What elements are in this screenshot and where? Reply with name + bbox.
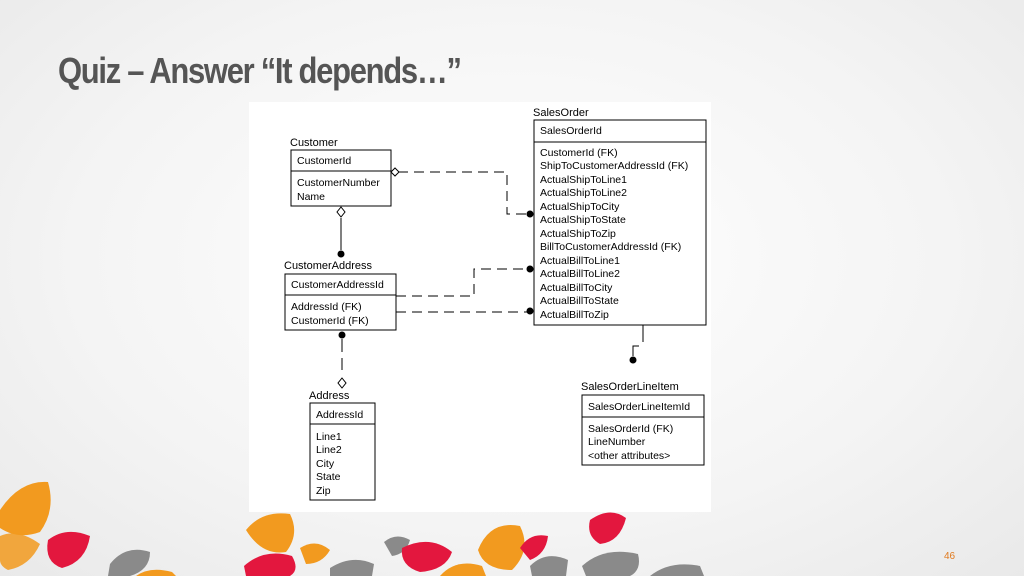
attribute: Name — [297, 191, 325, 203]
orange-leaf-shape — [300, 543, 330, 564]
primary-key: CustomerId — [297, 155, 351, 167]
attribute: CustomerId (FK) — [291, 315, 369, 327]
gray-leaf-shape — [530, 556, 568, 576]
primary-key: AddressId — [316, 409, 363, 421]
entity-customer: Customer CustomerId CustomerNumber Name — [290, 137, 392, 207]
gray-leaf-shape — [384, 536, 410, 556]
dot-end — [526, 210, 534, 218]
attribute: ActualShipToZip — [540, 228, 616, 240]
entity-name: SalesOrderLineItem — [581, 381, 679, 393]
gray-leaf-shape — [330, 559, 374, 576]
gray-leaf-shape — [108, 549, 150, 576]
red-leaf-shape — [244, 553, 296, 576]
orange-leaf-shape — [478, 525, 525, 570]
attribute: ActualBillToState — [540, 295, 619, 307]
slide-title: Quiz – Answer “It depends…” — [58, 50, 462, 91]
entity-sales-order: SalesOrder SalesOrderId CustomerId (FK) … — [533, 107, 707, 326]
primary-key: CustomerAddressId — [291, 279, 384, 291]
orange-leaf-shape — [0, 533, 40, 570]
attribute: ActualBillToLine1 — [540, 255, 620, 267]
orange-leaf-shape — [246, 513, 295, 553]
attribute: AddressId (FK) — [291, 301, 362, 313]
attribute: ActualBillToZip — [540, 309, 609, 321]
entity-box — [290, 149, 392, 207]
relationship-salesorder-lineitem — [632, 325, 644, 356]
entity-name: Address — [309, 390, 350, 402]
attribute: CustomerNumber — [297, 177, 380, 189]
primary-key: SalesOrderId — [540, 125, 602, 137]
diamond-end — [336, 206, 346, 218]
dot-end — [337, 250, 345, 258]
diamond-end — [390, 167, 400, 177]
attribute: CustomerId (FK) — [540, 147, 618, 159]
gray-leaf-shape — [650, 564, 704, 576]
attribute: ActualShipToLine1 — [540, 174, 627, 186]
red-leaf-shape — [520, 535, 548, 560]
attribute: Line1 — [316, 431, 342, 443]
attribute: ActualBillToLine2 — [540, 268, 620, 280]
attribute: ActualShipToLine2 — [540, 187, 627, 199]
dot-end — [629, 356, 637, 364]
entity-box — [533, 119, 707, 326]
gray-leaf-shape — [582, 551, 639, 576]
attribute: Zip — [316, 485, 331, 497]
entity-box — [581, 394, 705, 466]
entity-box — [284, 273, 397, 331]
attribute: ActualShipToState — [540, 214, 626, 226]
primary-key: SalesOrderLineItemId — [588, 401, 690, 413]
dot-end — [526, 307, 534, 315]
attribute: <other attributes> — [588, 450, 670, 462]
red-leaf-shape — [589, 512, 626, 544]
orange-leaf-shape — [136, 569, 176, 576]
red-leaf-shape — [401, 541, 452, 572]
relationship-customer-salesorder — [398, 171, 529, 215]
red-leaf-shape — [47, 531, 90, 568]
er-diagram: Customer CustomerId CustomerNumber Name … — [249, 102, 711, 512]
attribute: ActualBillToCity — [540, 282, 613, 294]
entity-customer-address: CustomerAddress CustomerAddressId Addres… — [284, 260, 397, 331]
attribute: LineNumber — [588, 436, 646, 448]
dot-end — [338, 331, 346, 339]
entity-name: CustomerAddress — [284, 260, 373, 272]
orange-leaf-shape — [440, 563, 486, 576]
dot-end — [526, 265, 534, 273]
entity-name: SalesOrder — [533, 107, 589, 119]
entity-address: Address AddressId Line1 Line2 City State… — [309, 390, 376, 501]
orange-leaf-shape — [0, 481, 51, 536]
page-number: 46 — [944, 551, 956, 562]
attribute: State — [316, 471, 341, 483]
attribute: SalesOrderId (FK) — [588, 423, 673, 435]
attribute: ActualShipToCity — [540, 201, 620, 213]
entity-box — [309, 402, 376, 501]
entity-sales-order-line-item: SalesOrderLineItem SalesOrderLineItemId … — [581, 381, 705, 466]
attribute: City — [316, 458, 335, 470]
entity-name: Customer — [290, 137, 338, 149]
decorative-shapes — [0, 481, 704, 576]
diamond-end — [337, 377, 347, 389]
attribute: ShipToCustomerAddressId (FK) — [540, 160, 688, 172]
attribute: BillToCustomerAddressId (FK) — [540, 241, 681, 253]
relationship-shipto-salesorder — [396, 268, 529, 297]
attribute: Line2 — [316, 444, 342, 456]
